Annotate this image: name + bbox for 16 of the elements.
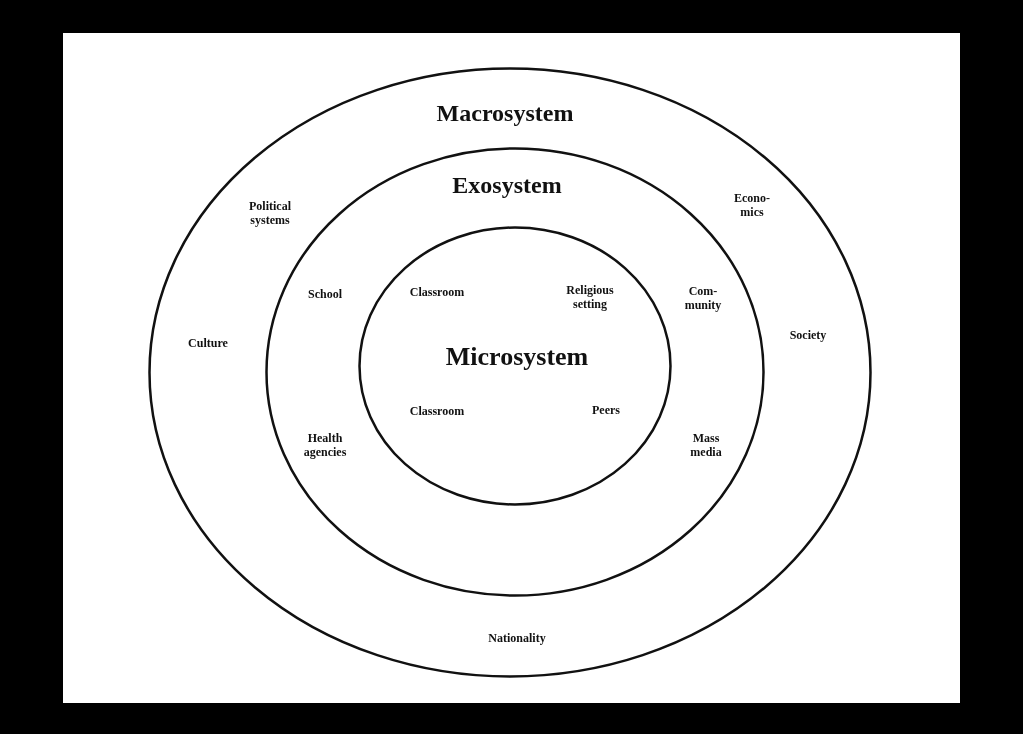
ring-label: Religious setting [565,282,615,312]
ring-label: Com- munity [683,283,723,313]
ring-label: Society [789,327,827,342]
ring-label: Classroom [409,403,465,419]
ring-label: Nationality [488,630,546,645]
ring-label: Peers [592,402,620,418]
ring-label: Culture [188,335,228,350]
ring-label: Political systems [248,198,292,227]
ring-title: Microsystem [445,341,589,373]
ring-title: Macrosystem [436,98,574,127]
ring-label: Classroom [409,284,465,300]
ring-title: Exosystem [452,170,562,200]
ring-label: School [308,286,342,302]
ring-label: Econo- mics [733,190,771,219]
ring-label: Mass media [689,430,723,460]
ring-label: Health agencies [302,430,348,460]
